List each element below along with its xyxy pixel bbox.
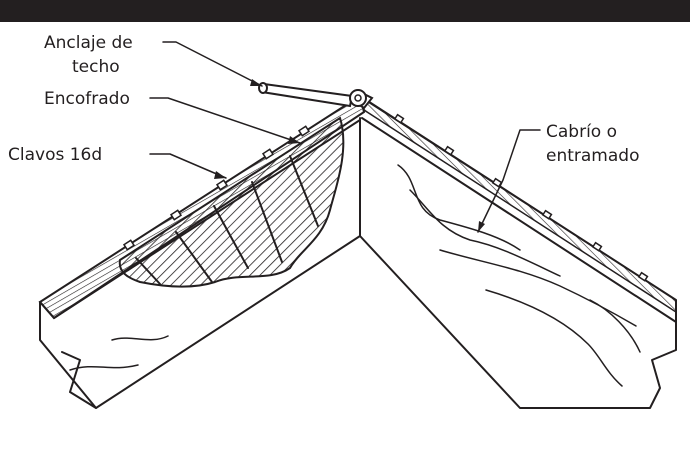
header-bar (0, 0, 690, 22)
roof-anchor (258, 82, 367, 108)
nail-heads-right (393, 113, 649, 282)
label-sheathing: Encofrado (44, 89, 130, 109)
leader-sheathing (149, 97, 301, 144)
leader-lines (149, 41, 541, 233)
label-roof-anchor-line2: techo (72, 57, 120, 77)
sheathing-right (360, 96, 677, 314)
leader-nails (149, 153, 227, 179)
label-nails: Clavos 16d (8, 145, 102, 165)
rafter-members (135, 155, 319, 285)
label-rafter-line2: entramado (546, 146, 639, 166)
leader-roof-anchor (162, 41, 263, 87)
sheathing-left (38, 94, 366, 320)
leader-rafter (477, 129, 541, 233)
leader-arrowheads (214, 79, 485, 232)
label-roof-anchor-line1: Anclaje de (44, 33, 133, 53)
nail-heads-left (122, 125, 311, 251)
right-roof-face (359, 95, 677, 409)
label-rafter-line1: Cabrío o (546, 122, 617, 142)
